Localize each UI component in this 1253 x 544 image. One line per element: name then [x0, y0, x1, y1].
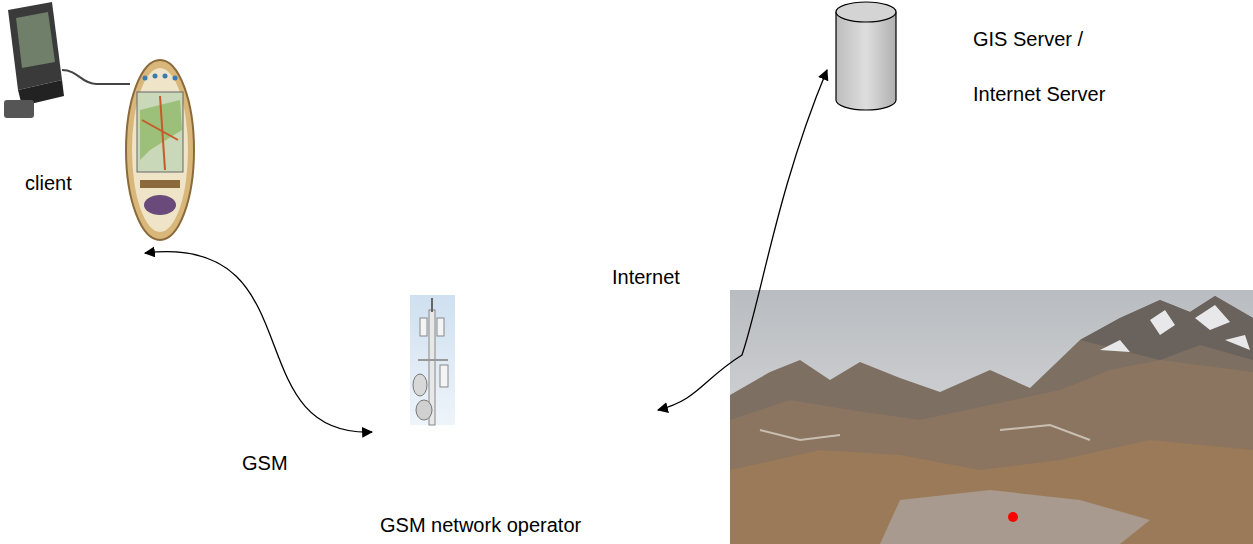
curved-connector — [658, 70, 827, 410]
server-node: GIS Server / Internet Server — [830, 0, 1130, 126]
node-label: GIS Server / Internet Server — [973, 12, 1123, 122]
handheld-device — [126, 60, 194, 240]
connector-label: GSM — [240, 452, 290, 475]
client-node: client — [0, 0, 200, 250]
location-dot — [1008, 512, 1018, 522]
pda-device — [4, 2, 130, 118]
curved-connector — [145, 252, 372, 432]
gsm-tower — [410, 295, 455, 425]
node-label: client — [25, 172, 72, 195]
server-cylinder — [836, 2, 896, 110]
mountain-photo — [730, 290, 1253, 544]
gsm-operator-node: GSM network operator — [375, 290, 655, 541]
node-label: GSM network operator — [380, 514, 581, 537]
connector-label: Internet — [610, 266, 682, 289]
